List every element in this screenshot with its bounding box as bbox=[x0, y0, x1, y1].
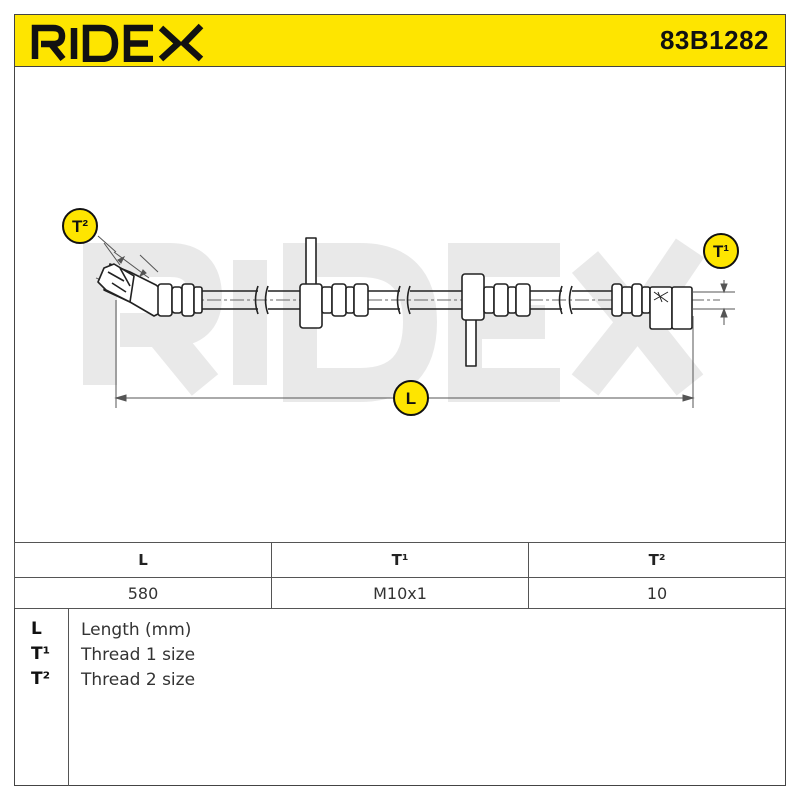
legend-divider bbox=[68, 608, 69, 786]
centerline bbox=[95, 277, 720, 301]
spec-value-thread2: 10 bbox=[528, 577, 786, 609]
spec-header-row: L T¹ T² bbox=[14, 542, 786, 578]
legend-key: L bbox=[31, 619, 42, 639]
svg-text:L: L bbox=[406, 389, 416, 408]
legend-desc: Thread 1 size bbox=[81, 645, 196, 665]
spec-table: L T¹ T² 580 M10x1 10 bbox=[14, 542, 786, 609]
label-t2: T² bbox=[62, 208, 98, 244]
spec-value-thread1: M10x1 bbox=[271, 577, 529, 609]
legend-item-length: L Length (mm) bbox=[15, 619, 785, 644]
legend: L Length (mm) T¹ Thread 1 size T² Thread… bbox=[14, 608, 786, 786]
svg-text:T²: T² bbox=[72, 217, 88, 236]
hose-bracket-upper bbox=[299, 237, 369, 329]
spec-value-row: 580 M10x1 10 bbox=[14, 577, 786, 609]
spec-header-thread1: T¹ bbox=[271, 542, 529, 578]
legend-item-thread1: T¹ Thread 1 size bbox=[15, 644, 785, 669]
legend-key: T² bbox=[31, 669, 51, 689]
svg-text:T¹: T¹ bbox=[713, 242, 729, 261]
label-t1: T¹ bbox=[703, 233, 739, 269]
legend-desc: Thread 2 size bbox=[81, 670, 196, 690]
part-number: 83B1282 bbox=[659, 25, 769, 55]
ridex-logo bbox=[31, 23, 204, 62]
hose-body bbox=[97, 237, 693, 367]
spec-header-length: L bbox=[14, 542, 272, 578]
header-bar: 83B1282 bbox=[14, 14, 786, 67]
legend-desc: Length (mm) bbox=[81, 620, 192, 640]
right-thread-fitting bbox=[611, 283, 693, 330]
hose-bracket-lower bbox=[461, 273, 531, 367]
spec-header-thread2: T² bbox=[528, 542, 786, 578]
spec-value-length: 580 bbox=[14, 577, 272, 609]
legend-item-thread2: T² Thread 2 size bbox=[15, 669, 785, 694]
label-length: L bbox=[393, 380, 429, 416]
legend-key: T¹ bbox=[31, 644, 51, 664]
ridex-watermark bbox=[83, 238, 705, 402]
left-banjo-fitting bbox=[97, 263, 203, 317]
